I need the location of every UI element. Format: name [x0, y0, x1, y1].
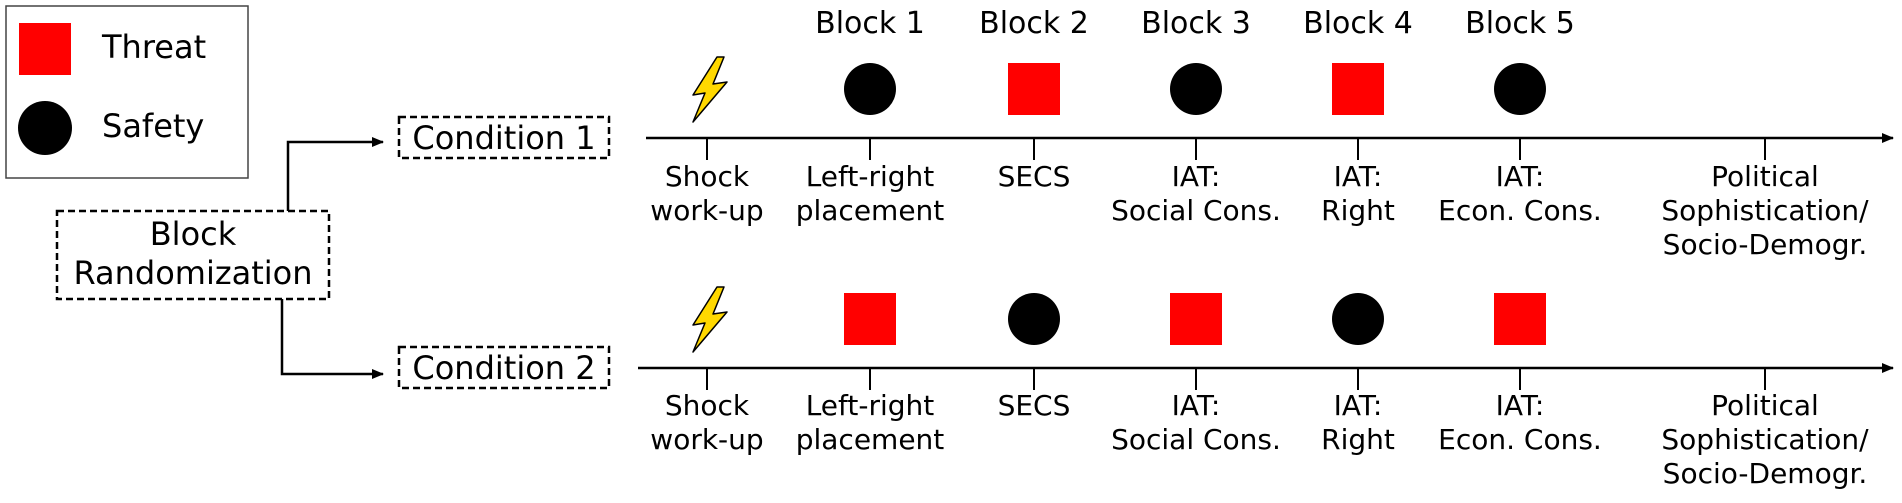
task-label: work-up: [650, 194, 763, 227]
task-label: Left-right: [806, 160, 935, 193]
task-label: placement: [796, 423, 945, 456]
block-label-1: Block 1: [815, 6, 925, 41]
task-label: Econ. Cons.: [1438, 194, 1602, 227]
threat-square: [1170, 293, 1222, 345]
task-label: Right: [1321, 194, 1395, 227]
condition-2-label: Condition 2: [412, 349, 595, 387]
task-label: Socio-Demogr.: [1663, 228, 1868, 261]
task-label: Social Cons.: [1111, 423, 1281, 456]
task-label: Sophistication/: [1661, 423, 1869, 456]
condition-2-box: [397, 345, 611, 390]
block-label-3: Block 3: [1141, 6, 1251, 41]
task-label: Shock: [665, 160, 750, 193]
threat-legend-label: Threat: [101, 28, 206, 66]
block-randomization-box: [55, 209, 331, 301]
lightning-bolt-icon: [692, 286, 728, 353]
block-label-5: Block 5: [1465, 6, 1575, 41]
safety-circle: [1332, 293, 1384, 345]
task-label: Econ. Cons.: [1438, 423, 1602, 456]
task-label: IAT:: [1172, 160, 1221, 193]
safety-circle: [1008, 293, 1060, 345]
condition-1-label: Condition 1: [412, 119, 595, 157]
safety-legend-swatch: [18, 101, 72, 155]
task-label: SECS: [998, 389, 1071, 422]
safety-circle: [1170, 63, 1222, 115]
threat-square: [844, 293, 896, 345]
threat-square: [1008, 63, 1060, 115]
task-label: IAT:: [1172, 389, 1221, 422]
task-label: Political: [1711, 160, 1819, 193]
task-label: Political: [1711, 389, 1819, 422]
task-label: Left-right: [806, 389, 935, 422]
legend: Threat Safety: [5, 5, 249, 179]
safety-legend-label: Safety: [102, 107, 204, 145]
connector-condition-2: [280, 299, 384, 379]
task-label: Sophistication/: [1661, 194, 1869, 227]
block-label-4: Block 4: [1303, 6, 1413, 41]
connector-condition-1: [286, 137, 384, 211]
task-label: work-up: [650, 423, 763, 456]
task-label: IAT:: [1334, 160, 1383, 193]
threat-square: [1332, 63, 1384, 115]
block-randomization-line2: Randomization: [73, 254, 312, 292]
task-label: SECS: [998, 160, 1071, 193]
safety-circle: [1494, 63, 1546, 115]
condition-rows: Condition 1Shockwork-upLeft-rightplaceme…: [397, 56, 1894, 490]
block-labels: Block 1 Block 2 Block 3 Block 4 Block 5: [815, 6, 1575, 41]
condition-1-box: [397, 115, 611, 160]
block-randomization: Block Randomization: [55, 209, 331, 301]
block-label-2: Block 2: [979, 6, 1089, 41]
task-label: Shock: [665, 389, 750, 422]
task-label: Right: [1321, 423, 1395, 456]
task-label: Social Cons.: [1111, 194, 1281, 227]
task-label: placement: [796, 194, 945, 227]
task-label: IAT:: [1496, 160, 1545, 193]
safety-circle: [844, 63, 896, 115]
task-label: IAT:: [1334, 389, 1383, 422]
block-randomization-line1: Block: [150, 215, 237, 253]
task-label: IAT:: [1496, 389, 1545, 422]
threat-square: [1494, 293, 1546, 345]
threat-legend-swatch: [19, 23, 71, 75]
lightning-bolt-icon: [692, 56, 728, 123]
task-label: Socio-Demogr.: [1663, 457, 1868, 490]
